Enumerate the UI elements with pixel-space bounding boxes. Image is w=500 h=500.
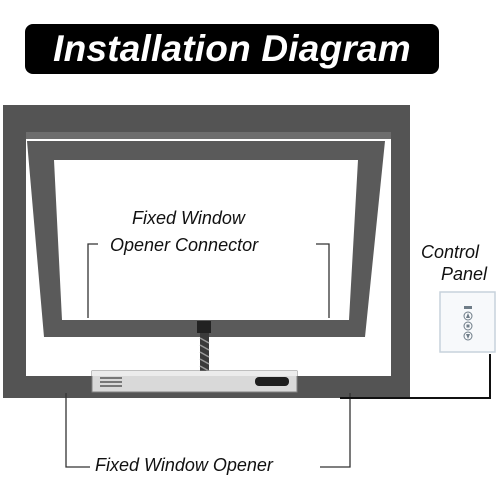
opener-motor xyxy=(91,370,298,393)
sash-bracket xyxy=(197,321,211,333)
opener-chain xyxy=(199,333,210,373)
control-panel xyxy=(439,291,496,353)
opener-label-bracket xyxy=(65,393,351,468)
window-sash xyxy=(27,141,385,337)
control-panel-label-line2: Panel xyxy=(441,264,488,284)
up-arrow-icon xyxy=(463,311,473,321)
connector-label-bracket xyxy=(87,243,330,318)
control-cable xyxy=(340,354,491,399)
hinge-rail xyxy=(26,132,391,139)
diagram-title: Installation Diagram xyxy=(53,28,411,69)
stop-icon xyxy=(463,321,473,331)
down-arrow-icon xyxy=(463,331,473,341)
control-panel-label-line1: Control xyxy=(421,242,480,262)
connector-label-line2: Opener Connector xyxy=(110,235,259,255)
title-banner: Installation Diagram xyxy=(25,24,439,74)
opener-label: Fixed Window Opener xyxy=(95,455,273,475)
connector-label-line1: Fixed Window xyxy=(132,208,245,228)
